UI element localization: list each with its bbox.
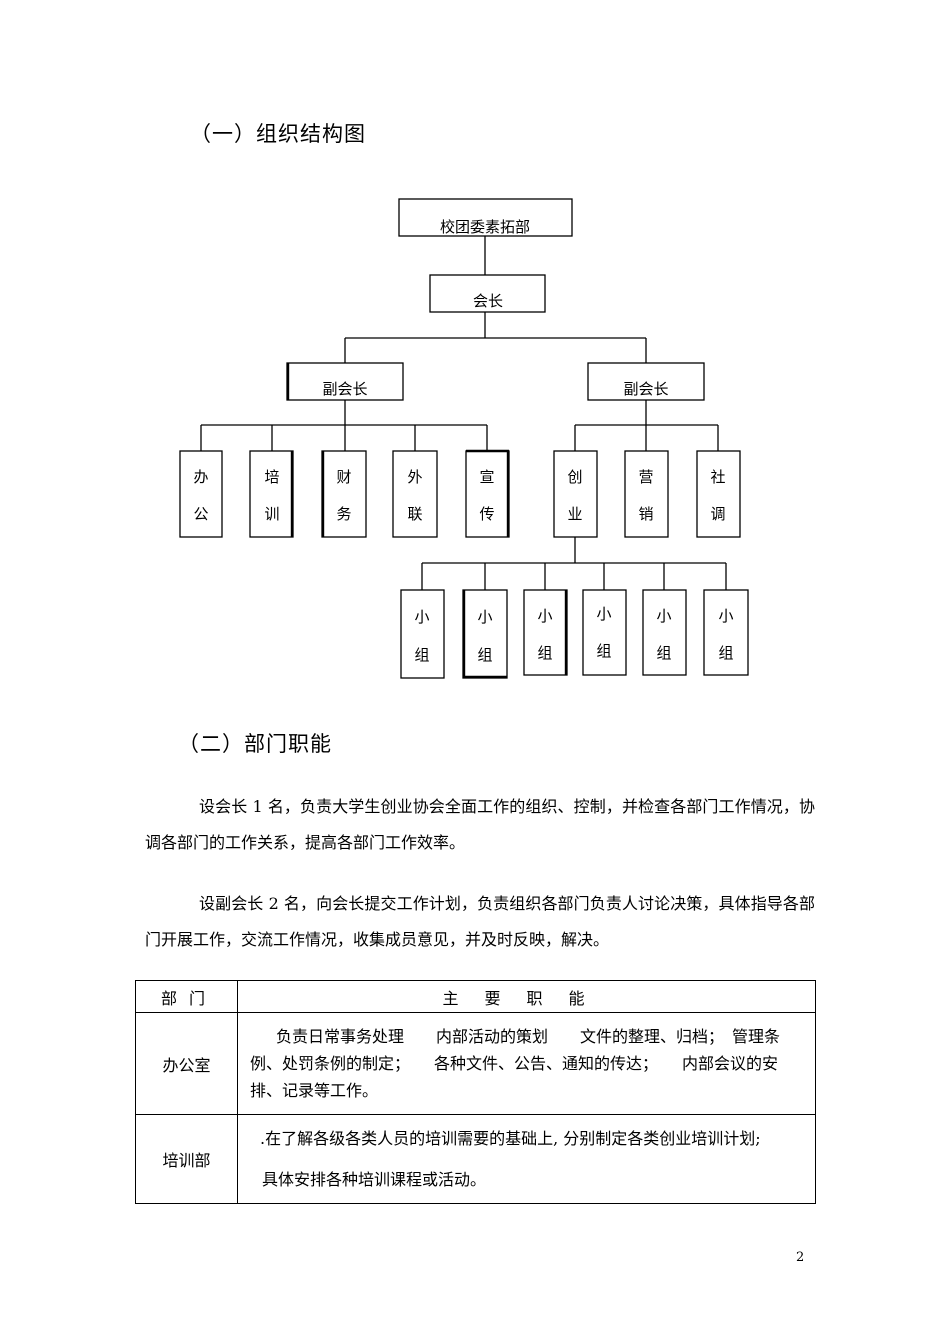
header-function: 主要职能: [237, 980, 816, 1013]
thick-edges: [286, 363, 568, 679]
group-char: 小: [414, 608, 429, 626]
group-char: 组: [656, 644, 671, 662]
node-box-vp-right: [587, 362, 705, 401]
duty-table: 部门 主要职能 办公室 负责日常事务处理 内部活动的策划 文件的整理、归档； 管…: [135, 980, 816, 1204]
group-char: 小: [718, 607, 733, 625]
group-char: 小: [596, 605, 611, 623]
section2-title: （二）部门职能: [178, 732, 332, 756]
paragraph-vice-president: 设副会长 2 名，向会长提交工作计划，负责组织各部门负责人讨论决策，具体指导各部…: [145, 894, 815, 949]
dept-char: 传: [479, 505, 494, 523]
group-char: 组: [718, 644, 733, 662]
node-box-dept: [553, 450, 598, 538]
dept-char: 销: [638, 505, 653, 523]
dept-char: 培: [264, 468, 279, 486]
dept-char: 宣: [479, 468, 494, 486]
node-box-dept: [179, 450, 223, 538]
node-vp-left: 副会长: [322, 380, 367, 398]
node-box-president: [429, 274, 546, 313]
page-number: 2: [796, 1250, 805, 1265]
dept-char: 调: [710, 505, 725, 523]
dept-char: 业: [567, 505, 582, 523]
dept-char: 公: [193, 505, 208, 523]
node-box-group: [642, 589, 687, 676]
node-box-dept: [624, 450, 669, 538]
node-box-vp-left: [286, 362, 404, 401]
dept-char: 外: [407, 468, 422, 486]
node-box-group: [400, 589, 445, 679]
org-chart: 校团委素拓部 会长 副会长 副会长 办 公 培 训 财 务 外 联 宣 传 创 …: [179, 198, 749, 679]
row-function-line: .在了解各级各类人员的培训需要的基础上, 分别制定各类创业培训计划;: [260, 1129, 761, 1148]
node-box-group: [523, 589, 568, 676]
dept-char: 训: [264, 505, 279, 523]
dept-char: 办: [193, 468, 208, 486]
table-header-row: 部门 主要职能: [135, 980, 816, 1013]
group-char: 组: [414, 646, 429, 664]
row-function-line: 具体安排各种培训课程或活动。: [262, 1170, 487, 1189]
group-char: 小: [477, 608, 492, 626]
dept-char: 财: [336, 468, 351, 486]
node-box-group: [462, 589, 508, 679]
dept-char: 创: [567, 468, 582, 486]
node-top: 校团委素拓部: [440, 218, 530, 236]
dept-char: 营: [638, 468, 653, 486]
node-box-dept: [392, 450, 438, 538]
node-box-dept: [321, 450, 367, 538]
row-dept: 培训部: [135, 1114, 238, 1204]
row-function: 负责日常事务处理 内部活动的策划 文件的整理、归档； 管理条例、处罚条例的制定；…: [237, 1012, 816, 1115]
section1-title: （一）组织结构图: [190, 122, 366, 146]
node-box-dept: [696, 450, 741, 538]
node-box-top: [398, 198, 573, 237]
paragraph-president: 设会长 1 名，负责大学生创业协会全面工作的组织、控制，并检查各部门工作情况，协…: [145, 797, 815, 852]
node-box-dept: [249, 450, 294, 538]
group-char: 组: [477, 646, 492, 664]
header-dept: 部门: [135, 980, 238, 1013]
group-char: 小: [537, 607, 552, 625]
node-box-group: [703, 589, 749, 676]
connector-lines: [200, 236, 727, 590]
dept-char: 务: [336, 505, 351, 523]
row-dept: 办公室: [135, 1012, 238, 1115]
dept-char: 社: [710, 468, 725, 486]
dept-char: 联: [407, 505, 422, 523]
row-function: .在了解各级各类人员的培训需要的基础上, 分别制定各类创业培训计划; 具体安排各…: [237, 1114, 816, 1204]
group-char: 组: [596, 642, 611, 660]
node-box-group: [582, 589, 627, 676]
group-char: 小: [656, 607, 671, 625]
node-vp-right: 副会长: [623, 380, 668, 398]
table-row: 培训部 .在了解各级各类人员的培训需要的基础上, 分别制定各类创业培训计划; 具…: [135, 1114, 816, 1204]
node-president: 会长: [473, 292, 503, 310]
table-row: 办公室 负责日常事务处理 内部活动的策划 文件的整理、归档； 管理条例、处罚条例…: [135, 1012, 816, 1115]
group-char: 组: [537, 644, 552, 662]
node-box-dept: [465, 450, 510, 538]
